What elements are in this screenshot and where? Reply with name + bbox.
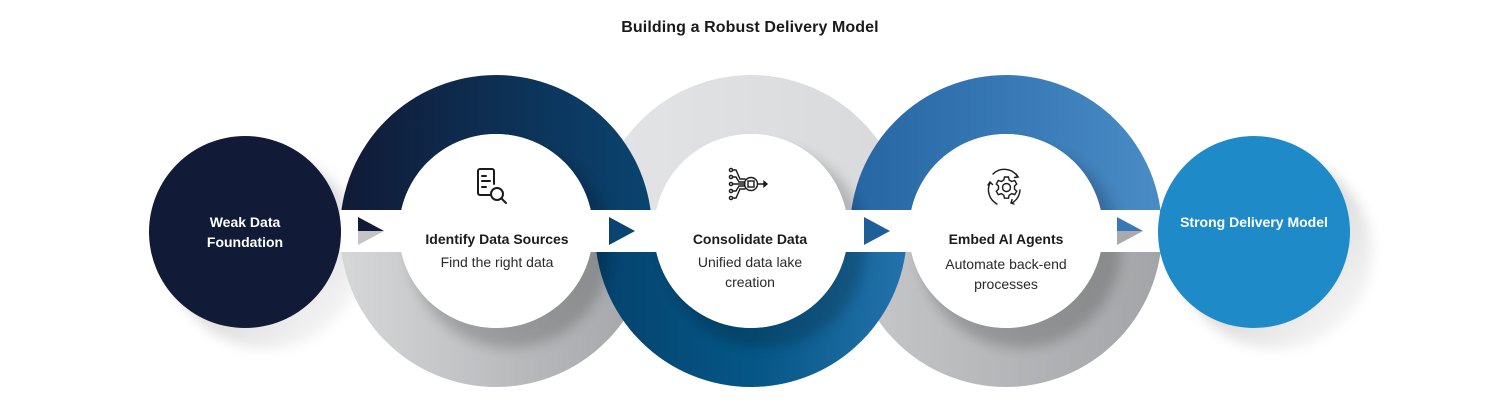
step-inner-circles (399, 134, 1103, 328)
connector-arrow-4-top (1117, 217, 1143, 231)
end-circle (1158, 136, 1350, 328)
start-circle (149, 136, 341, 328)
connector-arrow-2-top (609, 217, 635, 231)
ring-2-top-half (595, 75, 907, 231)
diagram-title: Building a Robust Delivery Model (621, 19, 879, 36)
ring-1-bottom-half (340, 231, 652, 387)
step-1-title: Identify Data Sources (425, 231, 569, 247)
ring-1-top-half (340, 75, 652, 231)
step-1-description: Find the right data (440, 254, 554, 270)
end-circles (149, 136, 1350, 328)
ring-3-top-half (850, 75, 1162, 231)
gear-cycle-icon (987, 168, 1021, 205)
connector-arrow-2-bottom (609, 231, 635, 245)
document-search-icon (477, 168, 507, 204)
connector-arrow-3-bottom (864, 231, 890, 245)
step-2-description: Unified data lake creation (697, 254, 803, 290)
start-label: Weak Data Foundation (206, 214, 284, 250)
step-3-description: Automate back-end processes (945, 256, 1067, 292)
connector-arrow-4-bottom (1117, 231, 1143, 245)
step-1-inner-circle (399, 134, 593, 328)
step-2-title: Consolidate Data (692, 231, 808, 247)
connector-arrow-1-top (358, 217, 384, 231)
step-3-title: Embed Al Agents (948, 231, 1064, 247)
end-label: Strong Delivery Model (1180, 214, 1328, 230)
ring-3-bottom-half (850, 231, 1162, 387)
connector-arrow-1-bottom (358, 231, 384, 245)
connector-arrows (358, 217, 1143, 245)
data-consolidation-chip-icon (728, 167, 769, 201)
connector-arrow-3-top (864, 217, 890, 231)
ring-2-bottom-half (595, 231, 907, 387)
step-3-inner-circle (909, 134, 1103, 328)
step-2-inner-circle (654, 134, 848, 328)
